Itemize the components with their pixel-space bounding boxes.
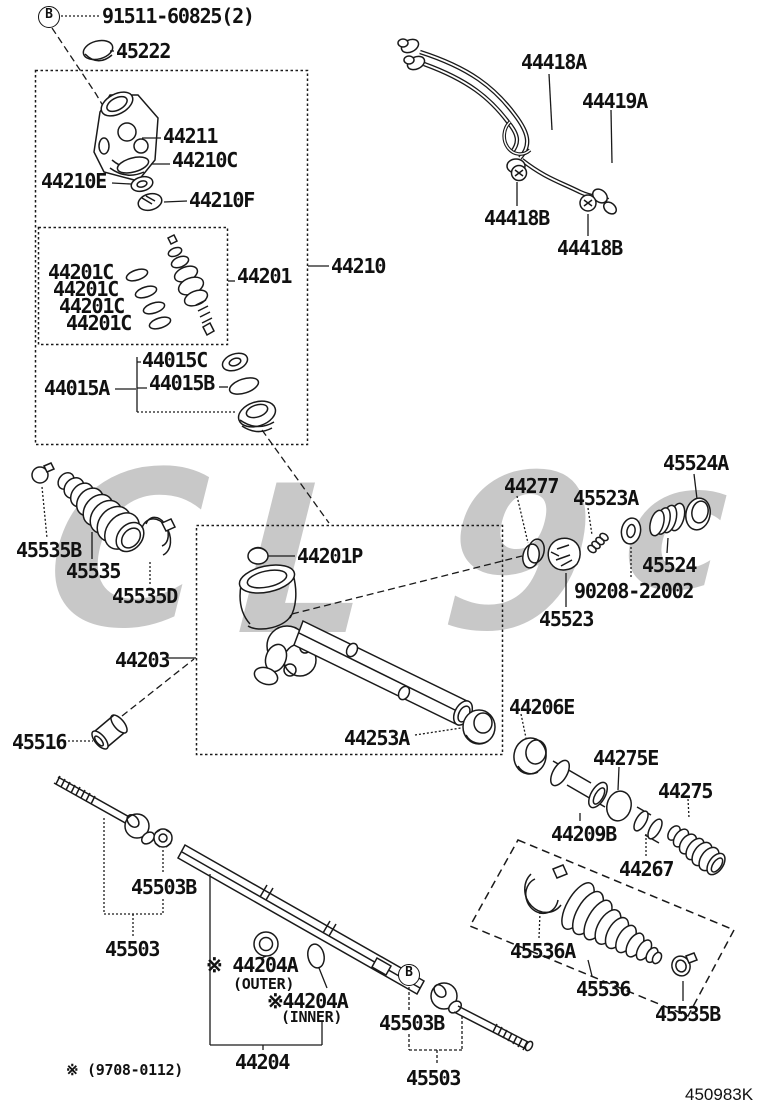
note-applicability: ※ (9708-0112)	[66, 1061, 184, 1079]
part-label-45222: 45222	[116, 39, 171, 63]
svg-text:9: 9	[413, 429, 625, 679]
part-label-44418a: 44418A	[521, 50, 587, 74]
figure-code: 450983K	[685, 1085, 754, 1104]
part-label-44204: 44204	[235, 1050, 290, 1074]
part-label-44015c: 44015C	[142, 348, 208, 372]
box-44201-kit	[37, 226, 229, 346]
part-label-44201c-4: 44201C	[66, 311, 132, 335]
part-label-44419a: 44419A	[582, 89, 648, 113]
part-label-44015a: 44015A	[44, 376, 110, 400]
part-label-45503-2: 45503	[406, 1066, 461, 1090]
part-label-44209b: 44209B	[551, 822, 617, 846]
part-label-44275e: 44275E	[593, 746, 659, 770]
part-label-inner-qualifier: (INNER)	[281, 1008, 343, 1026]
part-label-44253a: 44253A	[344, 726, 410, 750]
part-label-44201c-2: 44201C	[53, 277, 119, 301]
part-label-45516: 45516	[12, 730, 67, 754]
part-label-44210c: 44210C	[172, 148, 238, 172]
part-label-45523a: 45523A	[573, 486, 639, 510]
part-label-45536a: 45536A	[510, 939, 576, 963]
part-label-44418b-1: 44418B	[484, 206, 550, 230]
part-label-44210: 44210	[331, 254, 386, 278]
part-label-45503-1: 45503	[105, 937, 160, 961]
marker-b-bottom: B	[398, 964, 420, 986]
part-label-44201: 44201	[237, 264, 292, 288]
part-label-44275: 44275	[658, 779, 713, 803]
box-boot-kit-dashed	[468, 839, 736, 1017]
part-label-45535d: 45535D	[112, 584, 178, 608]
part-label-45503b-1: 45503B	[131, 875, 197, 899]
part-label-44210f: 44210F	[189, 188, 255, 212]
part-label-outer-qualifier: (OUTER)	[233, 975, 295, 993]
box-44203-housing	[195, 524, 504, 756]
part-label-44015b: 44015B	[149, 371, 215, 395]
marker-b-top-letter: B	[45, 7, 53, 22]
part-label-45535b-2: 45535B	[655, 1002, 721, 1026]
part-label-44204a-outer: ※ 44204A	[206, 953, 299, 977]
part-label-45503b-2: 45503B	[379, 1011, 445, 1035]
part-label-45535b-1: 45535B	[16, 538, 82, 562]
part-label-44201c-1: 44201C	[48, 260, 114, 284]
part-label-44277: 44277	[504, 474, 559, 498]
part-label-44210e: 44210E	[41, 169, 107, 193]
part-label-91511-60825: 91511-60825(2)	[102, 4, 255, 28]
part-label-45536: 45536	[576, 977, 631, 1001]
part-label-44418b-2: 44418B	[557, 236, 623, 260]
part-label-45535: 45535	[66, 559, 121, 583]
marker-b-bottom-letter: B	[405, 965, 413, 980]
part-label-44201c-3: 44201C	[59, 294, 125, 318]
part-label-45523: 45523	[539, 607, 594, 631]
part-label-45524: 45524	[642, 553, 697, 577]
box-44210-assembly	[34, 69, 309, 446]
part-label-44201p: 44201P	[297, 544, 363, 568]
part-label-90208-22002: 90208-22002	[574, 579, 694, 603]
part-label-44204a-inner: ※44204A	[267, 989, 349, 1013]
part-label-44206e: 44206E	[509, 695, 575, 719]
part-label-44203: 44203	[115, 648, 170, 672]
part-label-44267: 44267	[619, 857, 674, 881]
part-label-45524a: 45524A	[663, 451, 729, 475]
part-label-44211: 44211	[163, 124, 218, 148]
marker-b-top: B	[38, 6, 60, 28]
